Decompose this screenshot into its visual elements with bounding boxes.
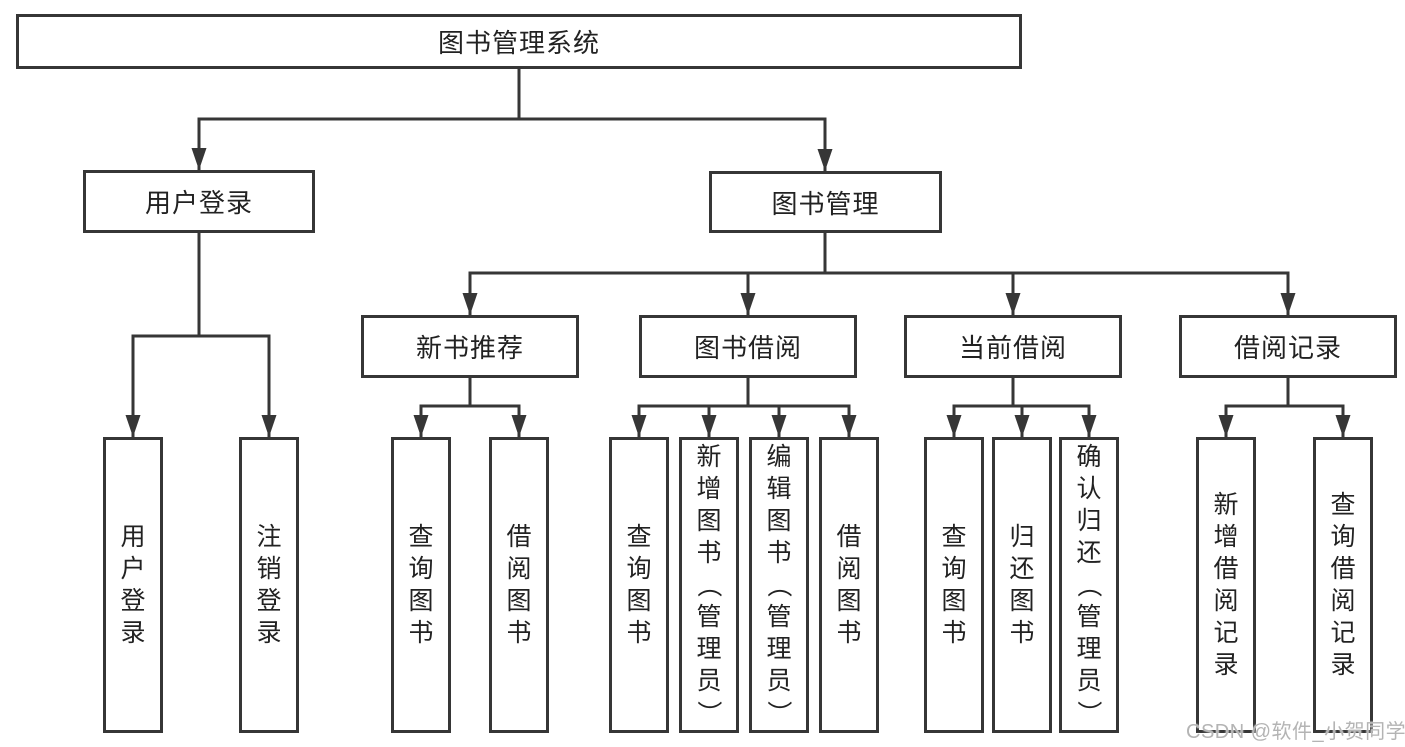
connector-book-borrowing-to-leaves (631, 376, 857, 439)
leaf-add-books-admin: 新增图书（管理员） (679, 437, 739, 733)
connector-root-to-level1 (191, 67, 833, 173)
leaf-query-books-borrowing-label: 查询图书 (626, 523, 652, 647)
leaf-query-borrow-record: 查询借阅记录 (1313, 437, 1373, 733)
connector-new-book-recommendation-to-leaves (413, 376, 527, 439)
leaf-add-borrow-record-label: 新增借阅记录 (1213, 491, 1239, 679)
node-new-book-recommendation-label: 新书推荐 (415, 333, 524, 363)
node-current-borrowing: 当前借阅 (904, 315, 1122, 378)
leaf-return-books: 归还图书 (992, 437, 1052, 733)
node-book-borrowing: 图书借阅 (639, 315, 857, 378)
leaf-add-borrow-record: 新增借阅记录 (1196, 437, 1256, 733)
connector-borrowing-records-to-leaves (1218, 376, 1351, 439)
leaf-edit-books-admin: 编辑图书（管理员） (749, 437, 809, 733)
leaf-confirm-return-admin: 确认归还（管理员） (1059, 437, 1119, 733)
leaf-user-login: 用户登录 (103, 437, 163, 733)
leaf-query-books-current: 查询图书 (924, 437, 984, 733)
node-book-borrowing-label: 图书借阅 (693, 333, 802, 363)
node-borrowing-records: 借阅记录 (1179, 315, 1397, 378)
connector-current-borrowing-to-leaves (946, 376, 1097, 439)
leaf-query-books-recommend: 查询图书 (391, 437, 451, 733)
node-user-login-label: 用户登录 (144, 188, 253, 218)
node-new-book-recommendation: 新书推荐 (361, 315, 579, 378)
leaf-logout-label: 注销登录 (256, 523, 282, 647)
leaf-query-books-recommend-label: 查询图书 (408, 523, 434, 647)
leaf-query-books-current-label: 查询图书 (941, 523, 967, 647)
node-borrowing-records-label: 借阅记录 (1233, 333, 1342, 363)
node-user-login: 用户登录 (83, 170, 315, 233)
node-book-management-label: 图书管理 (771, 188, 880, 219)
leaf-borrow-books-recommend: 借阅图书 (489, 437, 549, 733)
leaf-return-books-label: 归还图书 (1009, 523, 1035, 647)
leaf-borrow-books-borrowing-label: 借阅图书 (836, 523, 862, 647)
watermark: CSDN @软件_小贺同学 (1186, 721, 1405, 743)
leaf-logout: 注销登录 (239, 437, 299, 733)
connector-book-management-to-level2 (462, 231, 1296, 317)
leaf-query-books-borrowing: 查询图书 (609, 437, 669, 733)
leaf-confirm-return-admin-label: 确认归还（管理员） (1074, 443, 1103, 726)
leaf-edit-books-admin-label: 编辑图书（管理员） (764, 443, 793, 726)
node-book-management: 图书管理 (709, 171, 942, 233)
node-current-borrowing-label: 当前借阅 (958, 333, 1067, 363)
node-root-label: 图书管理系统 (437, 28, 600, 58)
connector-user-login-to-leaves (125, 231, 277, 439)
leaf-add-books-admin-label: 新增图书（管理员） (694, 443, 723, 726)
leaf-query-borrow-record-label: 查询借阅记录 (1330, 491, 1356, 679)
leaf-borrow-books-recommend-label: 借阅图书 (506, 523, 532, 647)
node-root: 图书管理系统 (16, 14, 1022, 69)
leaf-user-login-label: 用户登录 (120, 523, 146, 647)
leaf-borrow-books-borrowing: 借阅图书 (819, 437, 879, 733)
